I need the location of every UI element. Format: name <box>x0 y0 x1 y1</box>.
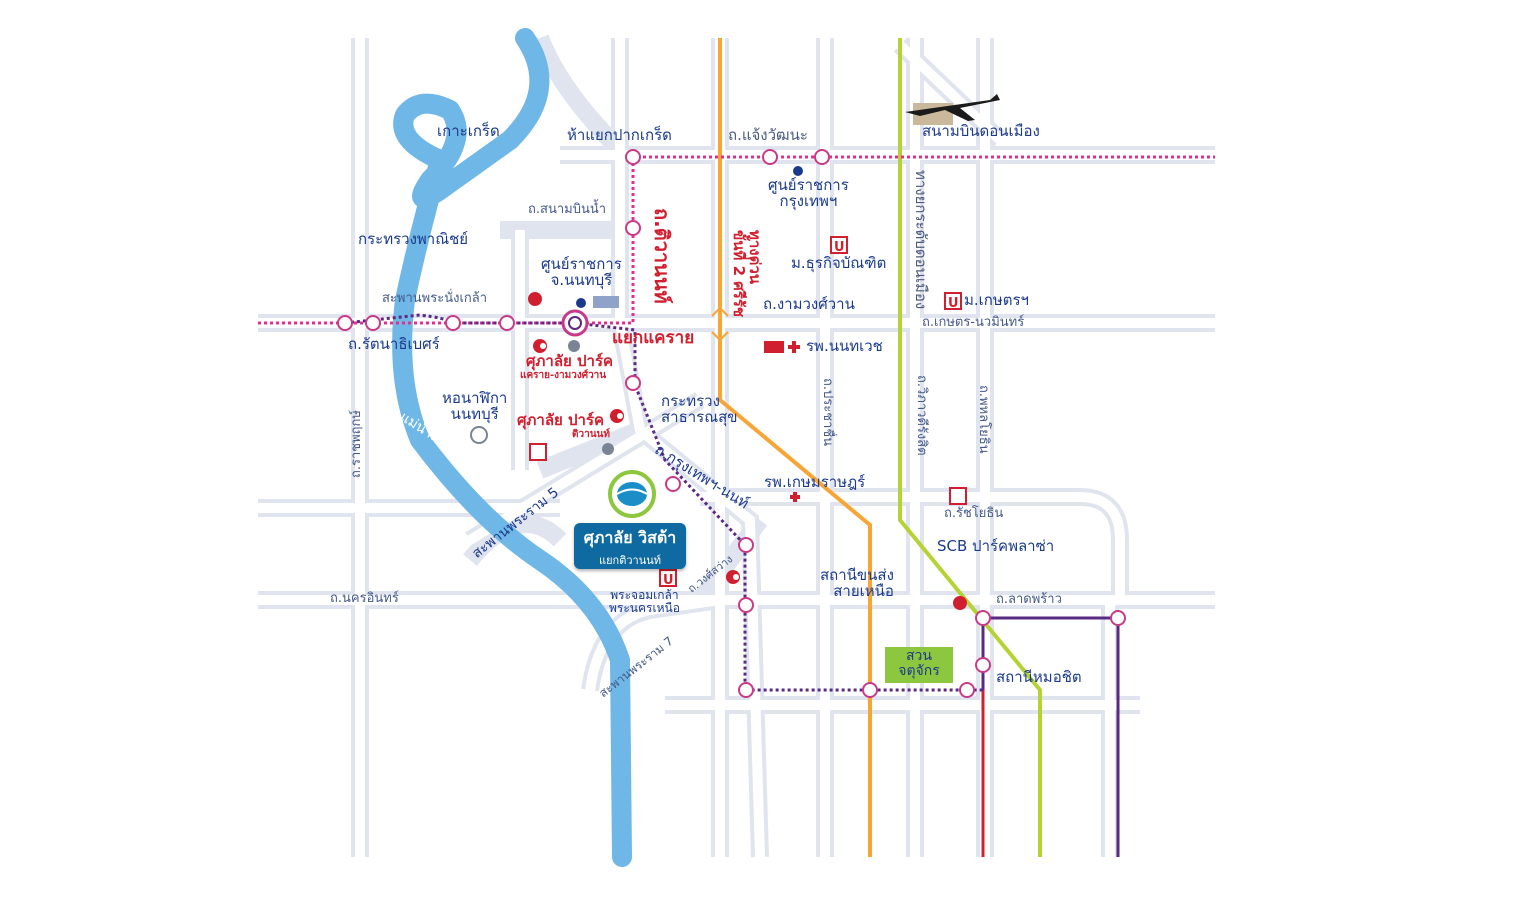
label-dpu: ม.ธุรกิจบัณฑิต <box>791 254 887 272</box>
clock-tower-icon <box>470 426 488 444</box>
label-govt-center-nonthaburi: ศูนย์ราชการ จ.นนทบุรี <box>541 255 622 289</box>
label-lat-phrao: ถ.ลาดพร้าว <box>996 592 1062 607</box>
label-kaset-nawamin: ถ.เกษตร-นวมินทร์ <box>922 315 1025 330</box>
project-badge: ศุภาลัย วิสต้า แยกติวานนท์ <box>574 523 686 569</box>
label-sanambin-nam: ถ.สนามบินน้ำ <box>528 202 607 217</box>
label-supalai-park-khae-rai: ศุภาลัย ปาร์ค <box>526 352 614 370</box>
label-kasetsart: ม.เกษตรฯ <box>964 291 1029 309</box>
label-mo-chit-station: สถานีหมอชิต <box>996 668 1082 686</box>
green-line <box>898 38 1042 857</box>
label-prachachuen: ถ.ประชาชื่น <box>820 378 835 447</box>
svg-text:U: U <box>834 240 845 255</box>
label-ministry-public-health: กระทรวง สาธารณสุข <box>661 392 738 426</box>
label-kmutnb: พระจอมเกล้า พระนครเหนือ <box>609 588 680 615</box>
airplane-icon <box>905 94 1000 121</box>
label-khae-rai-junction: แยกแคราย <box>612 328 695 348</box>
svg-text:U: U <box>663 573 674 588</box>
label-kasemrad-hospital: รพ.เกษมราษฎร์ <box>764 473 866 491</box>
building-icon <box>593 296 619 308</box>
govt-center-nonthaburi-dot <box>576 298 586 308</box>
label-city-hall-nonthaburi: หอนาฬิกา นนทบุรี <box>442 389 508 423</box>
purple-solid-line <box>983 616 1120 857</box>
label-nakhon-in: ถ.นครอินทร์ <box>330 591 399 606</box>
label-expressway-si-rat: ทางด่วน ขั้นที่ 2 ศรีรัช <box>730 230 764 318</box>
hospital-icon <box>764 341 784 353</box>
transit-station-icon <box>337 149 1126 698</box>
label-vibhavadi: ถ.วิภาวดีรังสิต <box>914 375 929 456</box>
svg-text:U: U <box>948 296 959 311</box>
label-don-mueang-tollway: ทางยกระดับดอนเมือง <box>912 170 930 310</box>
label-tiwanon-road: ถ.ติวานนท์ <box>650 208 674 304</box>
label-phahon-yothin: ถ.พหลโยธิน <box>976 385 991 454</box>
label-ratchaphruek: ถ.ราชพฤกษ์ <box>349 410 364 478</box>
label-nonthavej-hospital: รพ.นนทเวช <box>806 337 883 355</box>
label-scb-park-plaza: SCB ปาร์คพลาซ่า <box>937 537 1055 555</box>
label-rattanathibet: ถ.รัตนาธิเบศร์ <box>348 335 440 353</box>
label-supalai-park-tiwanon-sub: ติวานนท์ <box>572 429 610 440</box>
label-northern-bus-terminal: สถานีขนส่ง สายเหนือ <box>820 566 894 600</box>
project-dot <box>602 443 614 455</box>
project-dot <box>568 340 580 352</box>
university-icon <box>659 236 962 587</box>
label-ratchayothin: ถ.รัชโยธิน <box>944 506 1004 521</box>
label-ministry-commerce: กระทรวงพาณิชย์ <box>358 230 469 248</box>
pink-dotted-line <box>578 155 1215 325</box>
expressway-junction-icon <box>711 306 729 342</box>
temple-icon <box>529 443 967 505</box>
label-govt-center-bkk: ศูนย์ราชการ กรุงเทพฯ <box>768 176 849 210</box>
project-sub: แยกติวานนท์ <box>599 554 661 567</box>
label-supalai-park-khae-rai-sub: แคราย-งามวงศ์วาน <box>520 370 607 381</box>
label-phra-nang-klao-bridge: สะพานพระนั่งเกล้า <box>382 291 488 306</box>
mall-sun-icon <box>528 292 967 610</box>
label-don-mueang-airport: สนามบินดอนเมือง <box>922 122 1040 140</box>
road-network <box>258 34 1215 858</box>
chao-phraya-river <box>392 28 632 867</box>
label-pak-kret-junction: ห้าแยกปากเกร็ด <box>567 126 672 144</box>
label-supalai-park-tiwanon: ศุภาลัย ปาร์ค <box>517 411 605 429</box>
label-ko-kret: เกาะเกร็ด <box>437 122 500 140</box>
label-ngamwongwan: ถ.งามวงศ์วาน <box>763 295 855 313</box>
label-chaeng-watthana: ถ.แจ้งวัฒนะ <box>728 126 808 144</box>
project-name: ศุภาลัย วิสต้า <box>583 528 677 547</box>
govt-center-bkk-dot <box>793 166 803 176</box>
chatuchak-park: สวน จตุจักร <box>885 647 953 683</box>
